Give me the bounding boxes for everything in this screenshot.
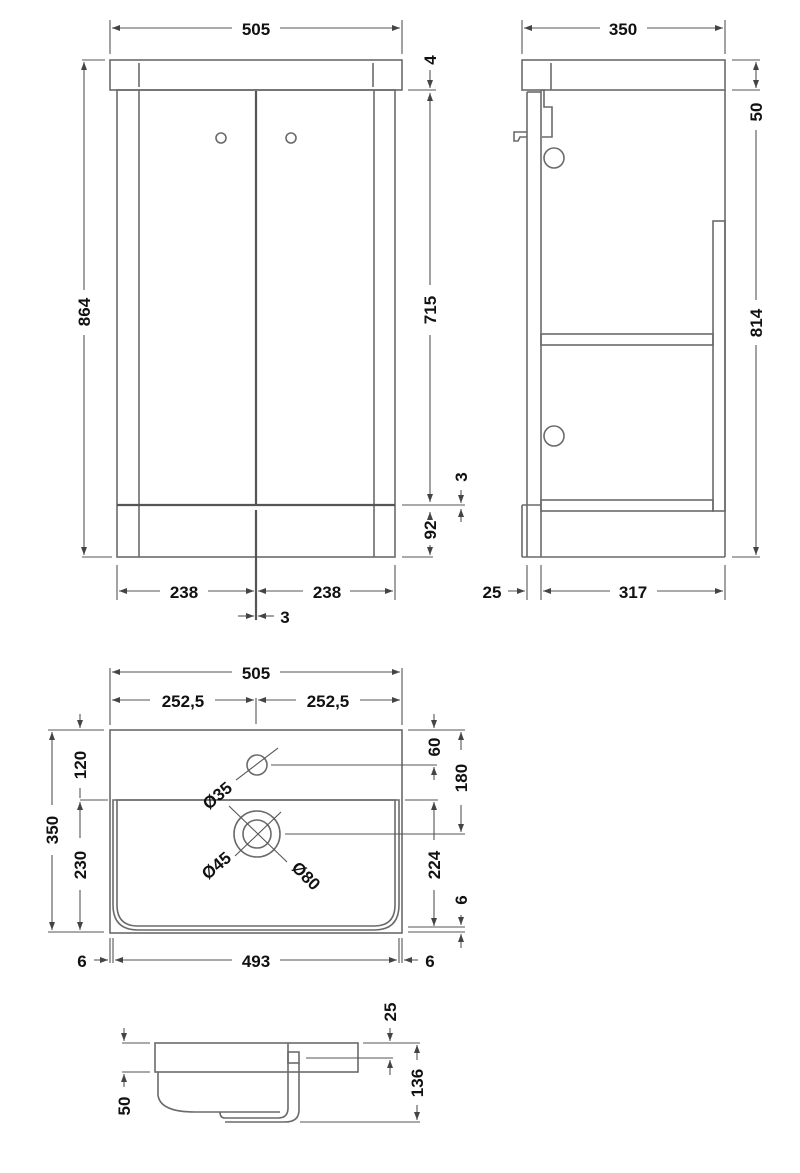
dim-rim-right: 6	[425, 952, 434, 971]
dim-rim-left: 6	[77, 952, 86, 971]
dim-tap-hole-diameter: Ø35	[199, 778, 236, 813]
basin-section-view: 50 25 136	[115, 1003, 427, 1123]
dim-half-width-left: 252,5	[162, 692, 205, 711]
dim-waste-outer-diameter: Ø80	[288, 858, 324, 894]
basin-bowl	[112, 799, 400, 931]
dim-front-width: 505	[242, 20, 270, 39]
dim-waste-offset: 180	[452, 764, 471, 792]
dim-carcass-depth: 317	[619, 583, 647, 602]
dim-door-height: 715	[421, 296, 440, 324]
dim-door-thickness: 25	[483, 583, 502, 602]
dim-front-height: 864	[75, 297, 94, 326]
dim-body-height: 814	[747, 308, 766, 337]
dim-top-thickness: 50	[747, 103, 766, 122]
waste-pipe	[219, 1072, 289, 1119]
overflow	[287, 1051, 300, 1064]
dim-basin-depth: 350	[43, 816, 62, 844]
dim-waste-inner-diameter: Ø45	[198, 848, 235, 883]
dim-door-gap-bottom: 3	[452, 472, 471, 481]
dim-side-depth: 350	[609, 20, 637, 39]
dim-top-gap: 4	[421, 55, 440, 65]
shelf	[540, 333, 714, 346]
base-panel	[540, 499, 714, 512]
hinge	[542, 89, 553, 138]
dim-overflow-offset: 25	[381, 1003, 400, 1022]
door-knob-left	[215, 132, 227, 144]
basin-outline	[109, 729, 403, 934]
dim-bowl-depth: 230	[71, 851, 90, 879]
dim-inner-width: 493	[242, 952, 270, 971]
waste-inner	[242, 819, 272, 849]
side-handle	[513, 131, 527, 142]
dim-half-width-right: 252,5	[307, 692, 350, 711]
side-view: 350 50 814 25 317	[483, 20, 766, 602]
basin-plan-view: Ø35 Ø45 Ø80 505 252,5 252,5 350 120 230	[43, 664, 471, 971]
dim-tap-hole-offset: 60	[425, 738, 444, 757]
dim-inner-depth: 224	[425, 850, 444, 879]
dim-rim-height: 50	[115, 1097, 134, 1116]
basin-bowl-section	[157, 1072, 280, 1113]
dim-door-gap-middle: 3	[280, 608, 289, 627]
front-worktop	[109, 59, 403, 91]
dim-door-width-right: 238	[313, 583, 341, 602]
dim-plinth-height: 92	[421, 521, 440, 540]
side-worktop	[521, 59, 726, 91]
waste-outer	[233, 810, 281, 858]
tap-hole	[246, 754, 268, 776]
door-knob-right	[285, 132, 297, 144]
front-view: 505 864 4 715 3 92 238 238	[75, 20, 471, 627]
dim-door-width-left: 238	[170, 583, 198, 602]
dim-rim-bottom: 6	[452, 895, 471, 904]
dim-total-height: 136	[408, 1069, 427, 1097]
dim-deck-depth: 120	[71, 751, 90, 779]
side-hole-bottom	[543, 425, 565, 447]
side-hole-top	[543, 147, 565, 169]
dim-basin-width: 505	[242, 664, 270, 683]
